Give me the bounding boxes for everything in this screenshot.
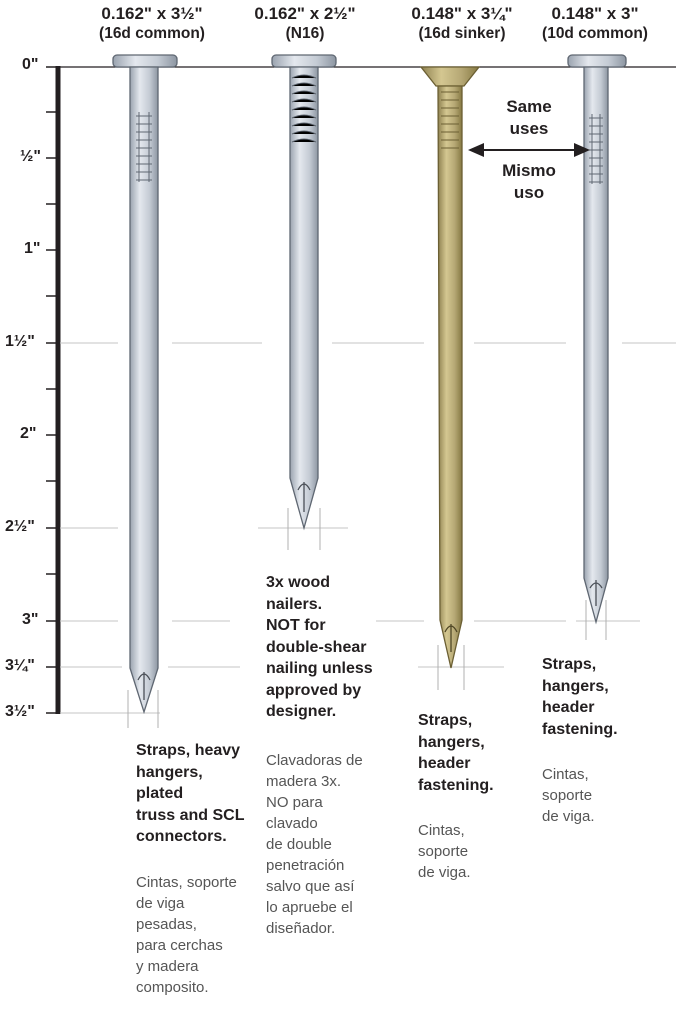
use-en-10d-common: Straps, hangers, header fastening. [542, 656, 618, 738]
tick-label-3: 3" [22, 611, 39, 628]
use-es-10d-common: Cintas, soporte de viga. [542, 766, 595, 825]
nail-16d-sinker [419, 66, 481, 669]
tick-label-3-25: 3¼" [5, 657, 35, 674]
use-en-16d-sinker: Straps, hangers, header fastening. [418, 712, 494, 794]
nail-size: 0.162" x 2½" [254, 4, 356, 23]
nail-name: (N16) [285, 25, 325, 42]
tick-label-2: 2" [20, 425, 37, 442]
tick-label-1: 1" [24, 240, 41, 257]
tick-label-3-5: 3½" [5, 703, 35, 720]
nail-header-10d-common: 0.148" x 3" (10d common) [520, 4, 670, 43]
use-es-16d-common: Cintas, soporte de viga pesadas, para ce… [136, 874, 237, 996]
nail-size: 0.148" x 3¼" [411, 4, 513, 23]
double-arrow [468, 143, 590, 157]
nail-10d-common [567, 54, 627, 625]
nail-size: 0.162" x 3½" [101, 4, 203, 23]
ruler [46, 66, 61, 714]
nail-header-16d-common: 0.162" x 3½" (16d common) [72, 4, 232, 43]
tick-label-0: 0" [22, 56, 39, 73]
use-es-16d-sinker: Cintas, soporte de viga. [418, 822, 471, 881]
tip-marks [127, 508, 607, 728]
nail-name: (10d common) [542, 25, 648, 42]
nail-size: 0.148" x 3" [551, 4, 639, 23]
tick-label-0-5: ½" [20, 148, 41, 165]
use-en-n16: 3x wood nailers. NOT for double-shear na… [266, 574, 373, 720]
tick-label-1-5: 1½" [5, 333, 35, 350]
nail-n16 [271, 54, 337, 531]
use-en-16d-common: Straps, heavy hangers, plated truss and … [136, 742, 245, 845]
tick-label-2-5: 2½" [5, 518, 35, 535]
guide-lines [60, 342, 676, 714]
nail-header-n16: 0.162" x 2½" (N16) [225, 4, 385, 43]
nail-16d-common [112, 54, 178, 715]
mismo-uso-label: Mismo uso [502, 161, 556, 202]
nail-name: (16d sinker) [418, 25, 506, 42]
use-es-n16: Clavadoras de madera 3x. NO para clavado… [266, 752, 363, 937]
nail-header-16d-sinker: 0.148" x 3¼" (16d sinker) [382, 4, 542, 43]
nail-name: (16d common) [99, 25, 205, 42]
same-uses-label: Same uses [506, 97, 552, 138]
